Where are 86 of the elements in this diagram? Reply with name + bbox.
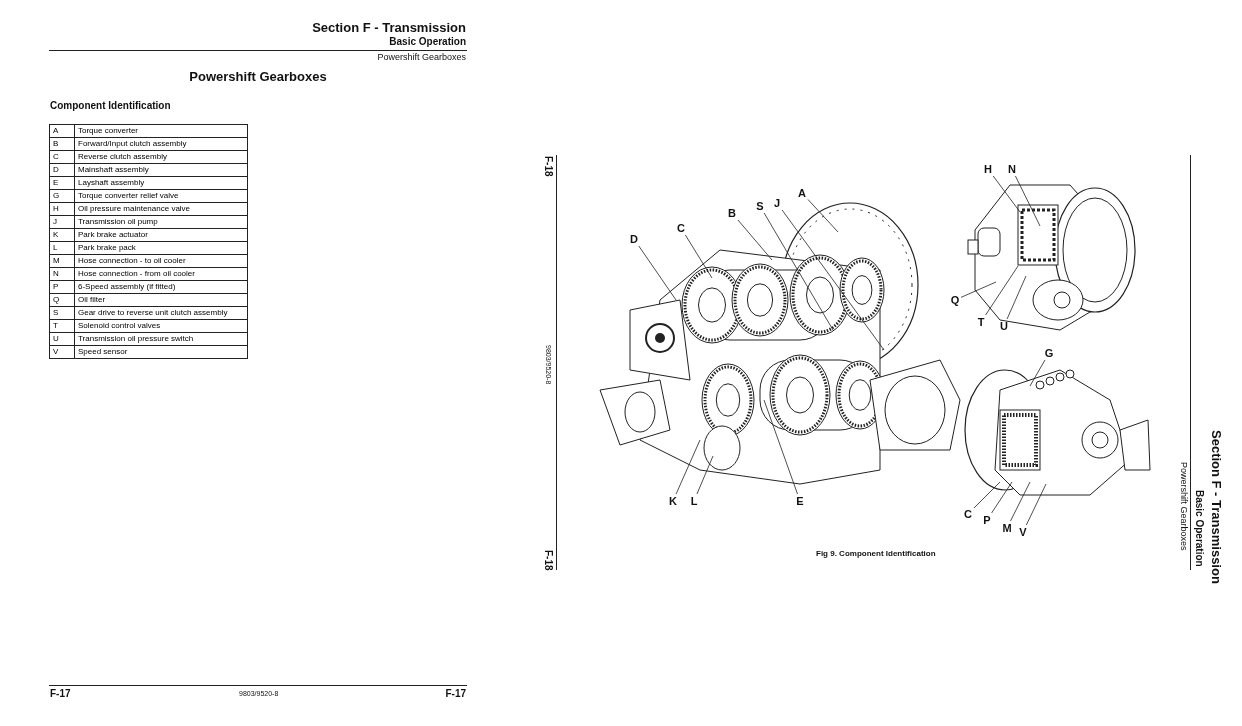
letter-code: N — [49, 267, 75, 281]
leader-line — [638, 245, 677, 301]
callout-letter: U — [998, 319, 1010, 333]
section-heading: Section F - Transmission — [312, 20, 466, 35]
leader-line — [781, 209, 885, 351]
leader-line — [992, 175, 1021, 213]
callout-letter: P — [981, 513, 993, 527]
callout-letter: B — [726, 206, 738, 220]
leader-line — [1010, 481, 1031, 522]
callout-letter: T — [975, 315, 987, 329]
leader-line — [675, 439, 701, 495]
component-name: Reverse clutch assembly — [74, 150, 248, 164]
component-name: Speed sensor — [74, 345, 248, 359]
component-name: Torque converter relief valve — [74, 189, 248, 203]
callout-letter: J — [771, 196, 783, 210]
component-name: Forward/Input clutch assembly — [74, 137, 248, 151]
section-subtitle: Component Identification — [50, 100, 171, 111]
leader-line — [807, 199, 839, 233]
running-header: Powershift Gearboxes — [1179, 462, 1189, 551]
letter-code: E — [49, 176, 75, 190]
leader-line — [1015, 175, 1041, 227]
callout-letter: V — [1017, 525, 1029, 539]
component-name: Oil pressure maintenance valve — [74, 202, 248, 216]
component-name: Hose connection - from oil cooler — [74, 267, 248, 281]
callout-letter: Q — [949, 293, 961, 307]
letter-code: G — [49, 189, 75, 203]
letter-code: C — [49, 150, 75, 164]
callout-letter: E — [794, 494, 806, 508]
component-name: 6-Speed assembly (if fitted) — [74, 280, 248, 294]
letter-code: B — [49, 137, 75, 151]
leader-line — [763, 399, 798, 495]
callout-letter: G — [1043, 346, 1055, 360]
component-name: Park brake pack — [74, 241, 248, 255]
running-header: Powershift Gearboxes — [377, 52, 466, 62]
component-name: Mainshaft assembly — [74, 163, 248, 177]
callout-letter: C — [675, 221, 687, 235]
letter-code: Q — [49, 293, 75, 307]
leader-line — [684, 234, 713, 279]
callout-letter: A — [796, 186, 808, 200]
leader-line — [696, 455, 714, 495]
callout-letter: C — [962, 507, 974, 521]
subsection-heading: Basic Operation — [389, 36, 466, 47]
letter-code: D — [49, 163, 75, 177]
leader-line — [1006, 275, 1027, 320]
page-title: Powershift Gearboxes — [188, 69, 328, 84]
leader-line — [985, 265, 1019, 316]
callout-letter: D — [628, 232, 640, 246]
leader-line — [973, 481, 1001, 509]
leader-line — [991, 481, 1013, 514]
page-number: F-17 — [50, 688, 71, 699]
letter-code: H — [49, 202, 75, 216]
component-name: Transmission oil pressure switch — [74, 332, 248, 346]
letter-code: S — [49, 306, 75, 320]
callout-letter: L — [688, 494, 700, 508]
page-number: F-18 — [543, 550, 554, 571]
component-name: Park brake actuator — [74, 228, 248, 242]
letter-code: V — [49, 345, 75, 359]
figure-caption: Fig 9. Component Identification — [816, 549, 936, 558]
letter-code: M — [49, 254, 75, 268]
letter-code: L — [49, 241, 75, 255]
letter-code: J — [49, 215, 75, 229]
component-name: Torque converter — [74, 124, 248, 138]
component-name: Solenoid control valves — [74, 319, 248, 333]
callout-letter: K — [667, 494, 679, 508]
letter-code: K — [49, 228, 75, 242]
component-name: Layshaft assembly — [74, 176, 248, 190]
subsection-heading: Basic Operation — [1194, 490, 1205, 567]
letter-code: P — [49, 280, 75, 294]
component-name: Gear drive to reverse unit clutch assembly — [74, 306, 248, 320]
letter-code: T — [49, 319, 75, 333]
letter-code: U — [49, 332, 75, 346]
leader-line — [1025, 483, 1047, 526]
leader-line — [763, 212, 834, 331]
letter-code: A — [49, 124, 75, 138]
leader-line — [737, 219, 773, 261]
callout-letter: H — [982, 162, 994, 176]
section-heading: Section F - Transmission — [1209, 430, 1224, 584]
page-number: F-18 — [543, 156, 554, 177]
leader-line — [1029, 359, 1046, 387]
callout-letter: S — [754, 199, 766, 213]
component-name: Oil filter — [74, 293, 248, 307]
callout-letter: N — [1006, 162, 1018, 176]
page-number: F-17 — [445, 688, 466, 699]
callout-letter: M — [1001, 521, 1013, 535]
component-name: Hose connection - to oil cooler — [74, 254, 248, 268]
component-name: Transmission oil pump — [74, 215, 248, 229]
